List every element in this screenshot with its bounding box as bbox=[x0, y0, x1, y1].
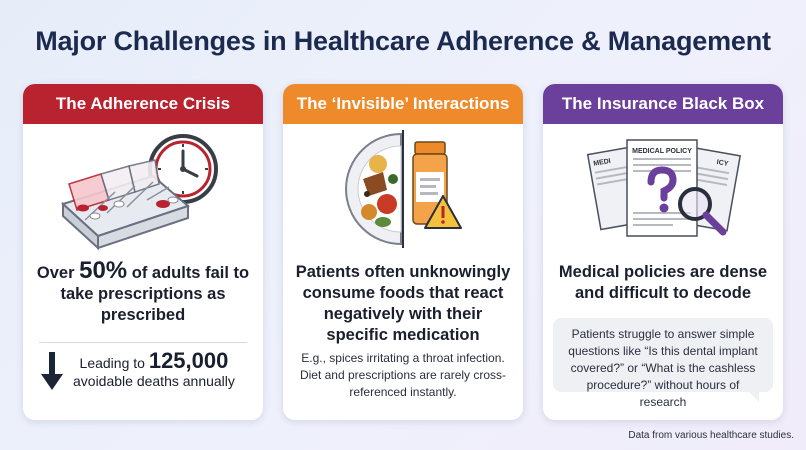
page-title: Major Challenges in Healthcare Adherence… bbox=[35, 26, 771, 56]
divider bbox=[39, 342, 247, 343]
adherence-percent: 50% bbox=[79, 257, 128, 284]
doc-title: MEDICAL POLICY bbox=[632, 148, 692, 155]
card-header: The Adherence Crisis bbox=[23, 84, 263, 124]
card-invisible-interactions: The ‘Invisible’ Interactions bbox=[283, 84, 523, 420]
adherence-headline: Over 50% of adults fail to take prescrip… bbox=[36, 257, 250, 325]
card-insurance-black-box: The Insurance Black Box MEDI ICY MEDICAL… bbox=[543, 84, 783, 420]
pill-organizer-clock-illustration bbox=[61, 134, 218, 251]
card-adherence-crisis: The Adherence Crisis bbox=[23, 84, 263, 420]
interactions-note: E.g., spices irritating a throat infecti… bbox=[299, 351, 507, 399]
policy-documents-illustration: MEDI ICY MEDICAL POLICY bbox=[586, 139, 742, 237]
card-header: The Insurance Black Box bbox=[543, 84, 783, 124]
doc-back-left-title: MEDI bbox=[593, 158, 612, 168]
insurance-headline: Medical policies are dense and difficult… bbox=[558, 263, 768, 302]
clock-icon bbox=[148, 134, 218, 204]
magnifier-icon bbox=[678, 187, 727, 236]
card-header: The ‘Invisible’ Interactions bbox=[283, 84, 523, 124]
warning-icon bbox=[424, 195, 462, 229]
food-medicine-illustration bbox=[345, 130, 462, 248]
footnote: Data from various healthcare studies. bbox=[628, 430, 794, 441]
speech-bubble-tail bbox=[747, 390, 759, 402]
pill-organizer-icon bbox=[61, 159, 190, 251]
down-arrow-icon bbox=[41, 352, 63, 390]
interactions-headline: Patients often unknowingly consume foods… bbox=[295, 263, 511, 344]
food-plate-icon bbox=[345, 132, 402, 246]
doc-back-right-title: ICY bbox=[716, 159, 729, 168]
deaths-number: 125,000 bbox=[148, 348, 229, 373]
deaths-stat: Leading to 125,000 avoidable deaths annu… bbox=[41, 350, 235, 390]
insurance-speech-bubble: Patients struggle to answer simple quest… bbox=[553, 318, 773, 409]
policy-document-icon: MEDI ICY MEDICAL POLICY bbox=[586, 139, 742, 237]
question-mark-icon bbox=[647, 166, 677, 213]
